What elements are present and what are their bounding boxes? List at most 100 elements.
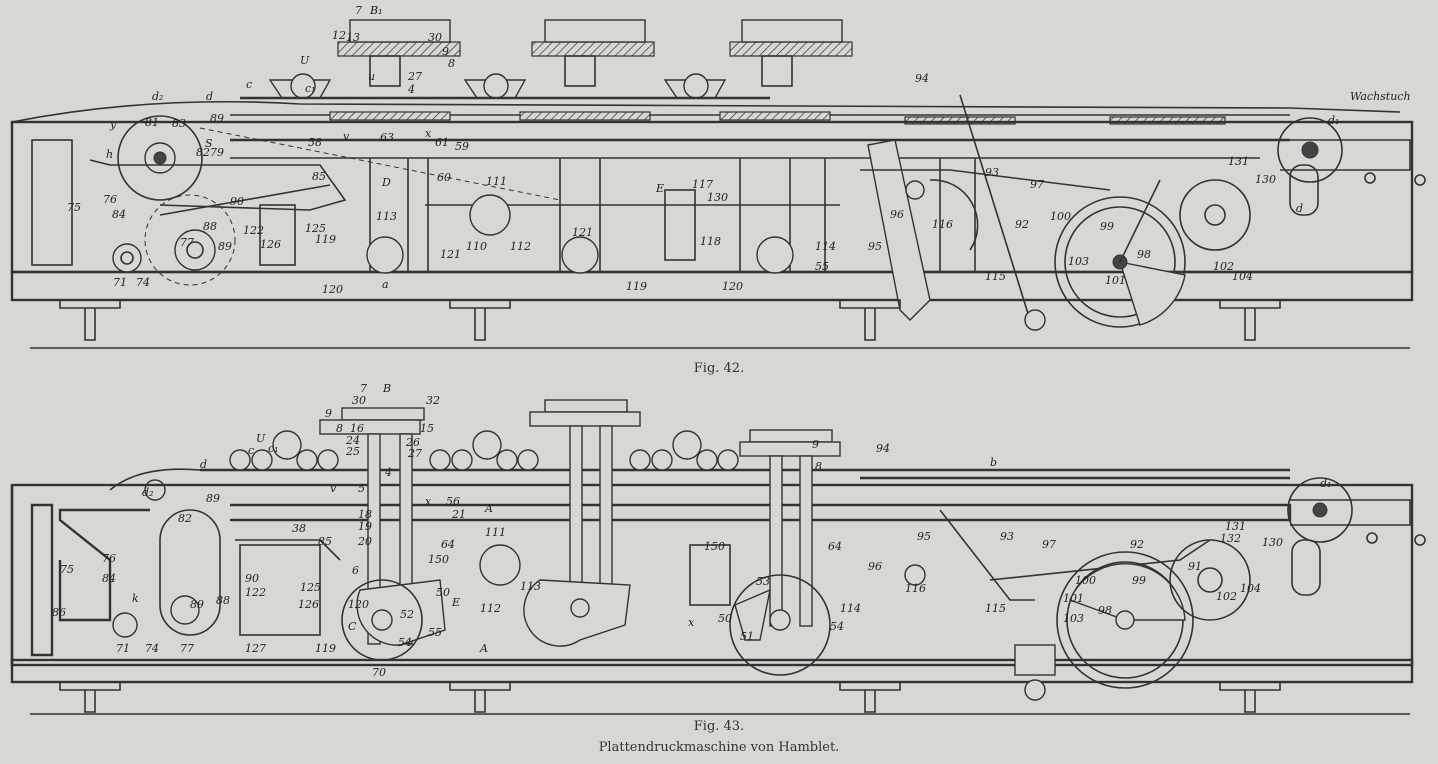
part-label: 91 bbox=[1188, 560, 1202, 573]
part-label: 103 bbox=[1063, 612, 1084, 625]
part-label: 32 bbox=[426, 394, 440, 407]
part-label: 101 bbox=[1105, 274, 1126, 287]
part-label: 75 bbox=[60, 563, 74, 576]
part-label: 130 bbox=[707, 191, 728, 204]
part-label: 121 bbox=[440, 248, 461, 261]
part-label: 131 bbox=[1228, 155, 1249, 168]
part-label: 50 bbox=[718, 612, 732, 625]
part-label: 94 bbox=[915, 72, 929, 85]
part-label: 99 bbox=[1132, 574, 1146, 587]
part-label: b bbox=[990, 456, 997, 469]
part-label: 52 bbox=[400, 608, 414, 621]
part-label: 8 bbox=[336, 422, 343, 435]
part-label: d₁ bbox=[1328, 114, 1339, 127]
part-label: 54 bbox=[398, 636, 412, 649]
part-label: A bbox=[484, 502, 493, 515]
fig-43-labels: B 7 30 32 9 8 16 15 24 25 26 27 U c c₁ d… bbox=[52, 382, 1331, 679]
part-label: 74 bbox=[136, 276, 150, 289]
part-label: 9 bbox=[442, 45, 449, 58]
part-label: c bbox=[246, 78, 252, 91]
part-label: 120 bbox=[722, 280, 743, 293]
part-label: 115 bbox=[985, 602, 1006, 615]
part-label: 112 bbox=[510, 240, 531, 253]
part-label: U bbox=[300, 54, 310, 67]
part-label: 83 bbox=[172, 117, 186, 130]
part-label: 19 bbox=[358, 520, 372, 533]
part-label: c₁ bbox=[305, 82, 316, 95]
part-label: 76 bbox=[103, 193, 117, 206]
part-label: 118 bbox=[700, 235, 721, 248]
part-label: 150 bbox=[704, 540, 725, 553]
part-label: 4 bbox=[384, 466, 392, 479]
part-label: 116 bbox=[905, 582, 926, 595]
part-label: 56 bbox=[446, 495, 460, 508]
part-label: h bbox=[106, 148, 113, 161]
part-label: Wachstuch bbox=[1350, 90, 1411, 103]
part-label: 89 bbox=[218, 240, 232, 253]
part-label: 111 bbox=[486, 175, 507, 188]
part-label: E bbox=[655, 182, 664, 195]
part-label: 26 bbox=[405, 436, 420, 449]
part-label: 82 bbox=[178, 512, 192, 525]
part-label: 76 bbox=[102, 552, 116, 565]
part-label: d₂ bbox=[142, 486, 153, 499]
part-label: 63 bbox=[380, 131, 394, 144]
part-label: U bbox=[256, 432, 266, 445]
part-label: 9 bbox=[812, 438, 819, 451]
fig-42-labels: B₁ 7 12 13 30 9 8 U c c₁ u 27 4 d₂ d 89 … bbox=[67, 4, 1411, 296]
part-label: 96 bbox=[868, 560, 882, 573]
part-label: x bbox=[688, 616, 695, 629]
part-label: 84 bbox=[102, 572, 116, 585]
part-label: d₁ bbox=[1320, 477, 1331, 490]
part-label: C bbox=[348, 620, 357, 633]
part-label: 92 bbox=[1130, 538, 1144, 551]
part-label: 120 bbox=[322, 283, 343, 296]
part-label: 51 bbox=[740, 630, 754, 643]
part-label: 101 bbox=[1063, 592, 1084, 605]
part-label: 125 bbox=[305, 222, 326, 235]
part-label: u bbox=[368, 70, 375, 83]
part-label: 89 bbox=[206, 492, 220, 505]
part-label: S bbox=[205, 137, 213, 150]
part-label: 13 bbox=[346, 31, 360, 44]
part-label: 100 bbox=[1075, 574, 1096, 587]
part-label: 55 bbox=[815, 260, 829, 273]
part-label: 58 bbox=[308, 136, 322, 149]
part-label: 98 bbox=[1098, 604, 1112, 617]
part-label: 18 bbox=[358, 508, 372, 521]
part-label: 53 bbox=[756, 575, 770, 588]
part-label: 102 bbox=[1213, 260, 1234, 273]
part-label: 122 bbox=[245, 586, 266, 599]
part-label: 90 bbox=[245, 572, 259, 585]
part-label: B bbox=[382, 382, 391, 395]
part-label: 71 bbox=[116, 642, 130, 655]
part-label: v bbox=[330, 482, 337, 495]
part-label: 59 bbox=[455, 140, 469, 153]
part-label: 89 bbox=[210, 112, 224, 125]
part-label: 103 bbox=[1068, 255, 1089, 268]
part-label: 50 bbox=[436, 586, 450, 599]
part-label: 38 bbox=[292, 522, 306, 535]
part-label: 60 bbox=[437, 171, 451, 184]
part-label: 54 bbox=[830, 620, 844, 633]
part-label: 64 bbox=[441, 538, 455, 551]
part-label: 116 bbox=[932, 218, 953, 231]
part-label: 126 bbox=[260, 238, 281, 251]
part-label: 82 bbox=[196, 146, 210, 159]
part-label: 24 bbox=[345, 434, 360, 447]
part-label: 97 bbox=[1042, 538, 1056, 551]
part-label: 9 bbox=[325, 407, 332, 420]
part-label: 55 bbox=[428, 626, 442, 639]
part-label: 84 bbox=[112, 208, 126, 221]
part-label: A bbox=[479, 642, 488, 655]
part-label: 30 bbox=[428, 31, 442, 44]
part-label: 113 bbox=[376, 210, 397, 223]
part-label: 122 bbox=[243, 224, 264, 237]
part-label: y bbox=[109, 118, 117, 131]
part-label: 104 bbox=[1240, 582, 1261, 595]
part-label: 150 bbox=[428, 553, 449, 566]
part-label: 114 bbox=[840, 602, 861, 615]
part-label: x bbox=[425, 495, 432, 508]
part-label: 125 bbox=[300, 581, 321, 594]
part-label: B₁ bbox=[369, 4, 383, 17]
